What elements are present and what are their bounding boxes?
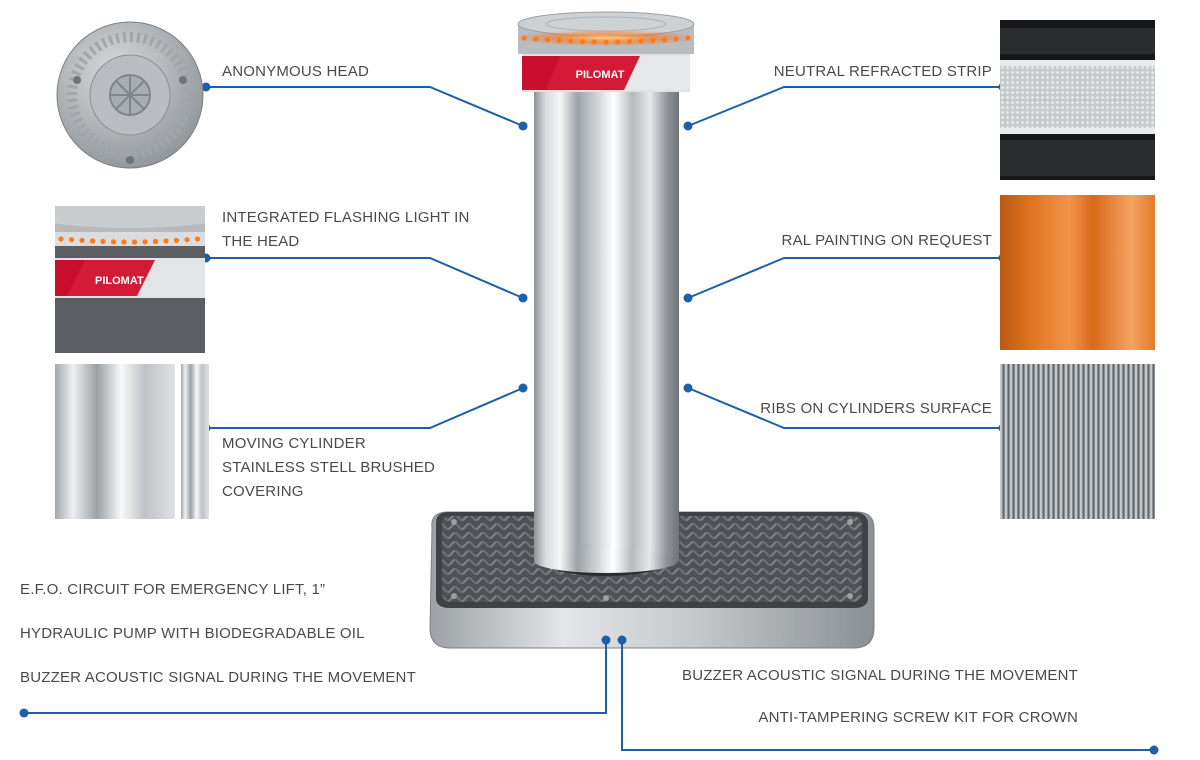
led-dot <box>673 36 679 42</box>
led-dot <box>685 35 691 41</box>
led-dot <box>79 237 85 243</box>
thumb-ral-painting <box>1000 195 1155 350</box>
label-ral-painting: RAL PAINTING ON REQUEST <box>781 232 992 249</box>
led-dot <box>121 239 127 245</box>
led-dot <box>603 39 609 45</box>
label-flashing-light-line1: INTEGRATED FLASHING LIGHT IN <box>222 209 470 226</box>
label-anonymous-head: ANONYMOUS HEAD <box>222 63 369 80</box>
connector-base-right <box>621 640 1154 751</box>
led-dot <box>184 237 190 243</box>
led-dot <box>163 238 169 244</box>
label-base-left-1: E.F.O. CIRCUIT FOR EMERGENCY LIFT, 1” <box>20 581 326 598</box>
led-dot <box>579 39 586 45</box>
led-dot <box>89 238 96 244</box>
label-flashing-light-line2: THE HEAD <box>222 233 300 250</box>
connector-base-left <box>24 640 607 714</box>
led-dot <box>591 39 597 45</box>
label-base-left-2: HYDRAULIC PUMP WITH BIODEGRADABLE OIL <box>20 625 365 642</box>
connector-anonymous-head <box>206 86 524 127</box>
connector-ribs <box>687 387 1003 429</box>
label-base-left-3: BUZZER ACOUSTIC SIGNAL DURING THE MOVEME… <box>20 669 416 686</box>
led-ring <box>521 35 691 45</box>
led-dot <box>131 239 138 245</box>
led-dot <box>626 39 632 45</box>
led-dot <box>544 37 551 43</box>
label-moving-cylinder-line2: STAINLESS STELL BRUSHED <box>222 459 435 476</box>
led-dot <box>58 236 64 242</box>
connector-flashing-light <box>206 257 524 299</box>
thumb-anonymous-head <box>55 20 205 170</box>
led-dot <box>533 36 539 42</box>
led-dot <box>142 239 148 245</box>
led-dot <box>100 238 106 245</box>
label-moving-cylinder-line1: MOVING CYLINDER <box>222 435 366 452</box>
led-dot <box>568 38 574 44</box>
thumb-ribs <box>1000 364 1155 519</box>
led-dot <box>173 237 180 243</box>
led-dot <box>110 239 117 245</box>
label-ribs: RIBS ON CYLINDERS SURFACE <box>760 400 992 417</box>
led-dot <box>194 236 201 242</box>
led-dot <box>638 38 644 44</box>
led-dot <box>650 37 656 44</box>
thumb-logo: PILOMAT <box>95 275 144 287</box>
led-dot <box>152 238 159 245</box>
led-dot <box>615 39 621 45</box>
led-dot <box>68 237 75 243</box>
thumb-flashing-light: PILOMAT <box>55 206 205 353</box>
thumb-neutral-strip <box>1000 20 1155 180</box>
bollard-logo: PILOMAT <box>576 69 625 81</box>
led-dot <box>556 37 562 44</box>
label-moving-cylinder-line3: COVERING <box>222 483 304 500</box>
connector-ral-painting <box>687 257 1003 299</box>
thumb-moving-cylinder <box>55 364 209 519</box>
led-dot <box>661 37 668 43</box>
label-base-right-1: BUZZER ACOUSTIC SIGNAL DURING THE MOVEME… <box>682 667 1078 684</box>
connector-lines <box>24 86 1154 751</box>
connector-moving-cylinder <box>206 387 524 429</box>
label-base-right-2: ANTI-TAMPERING SCREW KIT FOR CROWN <box>758 709 1078 726</box>
connector-neutral-strip <box>687 86 1003 127</box>
bollard-cylinder: PILOMAT <box>514 11 698 573</box>
led-dot <box>521 35 527 41</box>
label-neutral-strip: NEUTRAL REFRACTED STRIP <box>773 63 992 80</box>
